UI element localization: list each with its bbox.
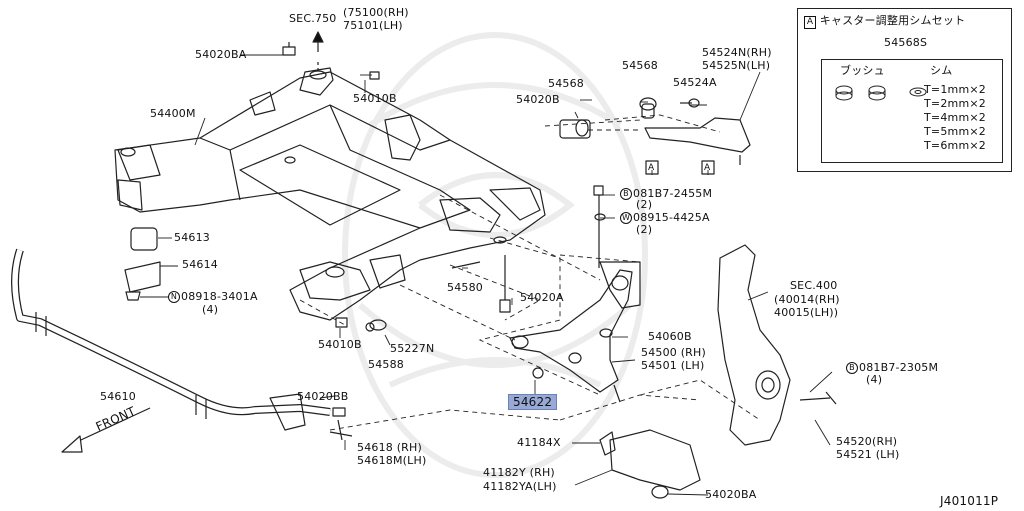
- part-54568-right: 54568: [622, 59, 658, 72]
- part-54618: 54618 (RH): [357, 441, 422, 454]
- part-54020BA-bottom: 54020BA: [705, 488, 757, 501]
- part-54501: 54501 (LH): [641, 359, 705, 372]
- shim-2: T=2mm×2: [924, 97, 986, 110]
- n-circle-icon: N: [168, 291, 180, 303]
- part-54568-left: 54568: [548, 77, 584, 90]
- part-54020A: 54020A: [520, 291, 564, 304]
- b-circle-icon: B: [846, 362, 858, 374]
- b-circle-icon: B: [620, 188, 632, 200]
- mark-a-right: A: [704, 163, 711, 173]
- part-54524N: 54524N(RH): [702, 46, 772, 59]
- part-54524A: 54524A: [673, 76, 717, 89]
- part-54525N: 54525N(LH): [702, 59, 771, 72]
- part-54500: 54500 (RH): [641, 346, 706, 359]
- part-08915-qty: (2): [636, 223, 653, 236]
- part-75100: (75100(RH): [343, 6, 409, 19]
- shim-set-legend: A キャスター調整用シムセット 54568S ブッシュ シム T=1mm×2 T…: [797, 8, 1012, 172]
- part-54010B-bottom: 54010B: [318, 338, 362, 351]
- part-54614: 54614: [182, 258, 218, 271]
- legend-col-bush: ブッシュ: [840, 64, 885, 77]
- w-circle-icon: W: [620, 212, 632, 224]
- part-54020BA-top: 54020BA: [195, 48, 247, 61]
- part-54580: 54580: [447, 281, 483, 294]
- part-54020B: 54020B: [516, 93, 560, 106]
- part-54613: 54613: [174, 231, 210, 244]
- part-08918-qty: (4): [202, 303, 219, 316]
- legend-col-shim: シム: [930, 64, 953, 77]
- part-41182Y: 41182Y (RH): [483, 466, 555, 479]
- part-54610: 54610: [100, 390, 136, 403]
- legend-inner-box: ブッシュ シム T=1mm×2 T=2mm×2 T=4mm×2 T=5mm×2 …: [821, 59, 1003, 163]
- part-55227N: 55227N: [390, 342, 435, 355]
- part-41182YA: 41182YA(LH): [483, 480, 557, 493]
- legend-set-number: 54568S: [884, 36, 928, 49]
- legend-title: キャスター調整用シムセット: [819, 14, 966, 27]
- sec400-label: SEC.400: [790, 279, 838, 292]
- legend-title-row: A キャスター調整用シムセット: [804, 15, 965, 29]
- part-40015: 40015(LH)): [774, 306, 839, 319]
- bush-shim-icons: [835, 85, 927, 101]
- part-40014: (40014(RH): [774, 293, 840, 306]
- part-081B7-2305M-qty: (4): [866, 373, 883, 386]
- part-54618M: 54618M(LH): [357, 454, 427, 467]
- part-54400M: 54400M: [150, 107, 196, 120]
- shim-5: T=6mm×2: [924, 139, 986, 152]
- part-54520: 54520(RH): [836, 435, 898, 448]
- legend-mark-a: A: [804, 16, 816, 29]
- sec750-label: SEC.750: [289, 12, 337, 25]
- part-54588: 54588: [368, 358, 404, 371]
- shim-1: T=1mm×2: [924, 83, 986, 96]
- diagram-code: J401011P: [940, 494, 999, 508]
- shim-4: T=5mm×2: [924, 125, 986, 138]
- part-54010B-top: 54010B: [353, 92, 397, 105]
- mark-a-left: A: [648, 163, 655, 173]
- suspension-member: [114, 67, 546, 321]
- part-54060B: 54060B: [648, 330, 692, 343]
- shim-3: T=4mm×2: [924, 111, 986, 124]
- part-54521: 54521 (LH): [836, 448, 900, 461]
- part-75101: 75101(LH): [343, 19, 403, 32]
- part-54622-highlight[interactable]: 54622: [508, 394, 558, 410]
- part-54020BB: 54020BB: [297, 390, 349, 403]
- part-081B7-2455M-qty: (2): [636, 198, 653, 211]
- part-41184X: 41184X: [517, 436, 561, 449]
